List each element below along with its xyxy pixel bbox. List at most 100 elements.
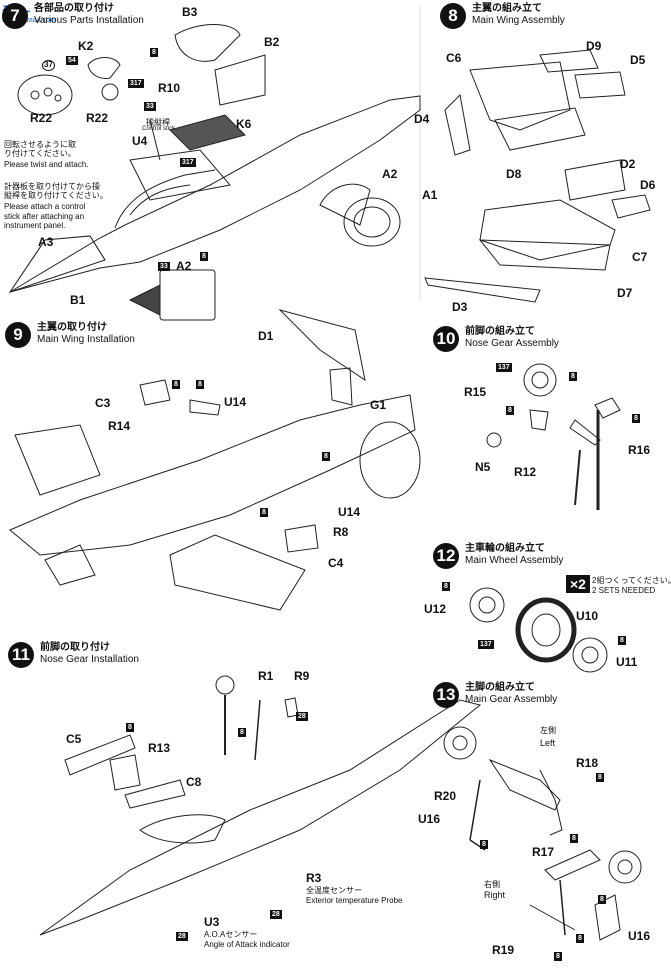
part-label: R3 (306, 871, 322, 885)
step-number: 10 (433, 326, 459, 352)
u3-note-jp: A.O.Aセンサー (204, 930, 258, 939)
step-title-jp: 各部品の取り付け (34, 3, 114, 14)
part-label: R22 (30, 111, 53, 125)
part-label: N5 (475, 460, 491, 474)
part-label: B2 (264, 35, 280, 49)
two-sets-en: 2 SETS NEEDED (592, 586, 656, 595)
part-label: D4 (414, 112, 430, 126)
part-label: C3 (95, 396, 111, 410)
step-number: 13 (433, 682, 459, 708)
part-label: A3 (38, 235, 54, 249)
step-title-en: Main Gear Assembly (465, 694, 558, 705)
callout-box: 8 (480, 840, 488, 849)
step-title-en: Nose Gear Assembly (465, 338, 559, 349)
callout-box: 8 (238, 728, 246, 737)
step-title-en: Various Parts Installation (34, 15, 144, 26)
part-label: D8 (506, 167, 522, 181)
part-label: U14 (224, 395, 247, 409)
step-number: 7 (2, 3, 28, 29)
callout-box: 8 (569, 372, 577, 381)
callout-box: 28 (176, 932, 188, 941)
callout-box: 8 (172, 380, 180, 389)
callout-box: 8 (618, 636, 626, 645)
right-jp: 右側 (484, 880, 500, 889)
part-label: R14 (108, 419, 131, 433)
callout-box: 33 (158, 262, 170, 271)
part-label: U11 (616, 655, 638, 669)
callout-box: 8 (196, 380, 204, 389)
control-stick-en: Control stick (142, 126, 176, 132)
left-en: Left (540, 738, 556, 748)
step-number: 11 (8, 642, 34, 668)
times-two-badge: ×2 (566, 575, 590, 593)
part-label: B3 (182, 5, 198, 19)
step-title-en: Main Wing Installation (37, 334, 135, 345)
step-7-header: 7 各部品の取り付け Various Parts Installation (2, 3, 144, 29)
control-stick-jp: 操縦桿 (146, 118, 170, 127)
left-jp: 左側 (540, 726, 556, 735)
part-label: U14 (338, 505, 361, 519)
callout-box: 8 (554, 952, 562, 961)
part-label: A2 (382, 167, 398, 181)
callout-circle: 37 (42, 60, 55, 71)
part-label: R18 (576, 756, 599, 770)
part-label: R15 (464, 385, 487, 399)
r3-note-en: Exterior temperature Probe (306, 896, 403, 905)
part-label: C6 (446, 51, 462, 65)
part-label: U4 (132, 134, 148, 148)
callout-box: 8 (506, 406, 514, 415)
callout-box: 8 (126, 723, 134, 732)
two-sets-jp: 2組つくってください。 (592, 576, 671, 585)
callout-box: 317 (128, 79, 144, 88)
part-label: K2 (78, 39, 94, 53)
part-label: G1 (370, 398, 387, 412)
step-number: 8 (440, 3, 466, 29)
twist-note-jp: 回転させるように取 り付けてください。 (4, 140, 76, 159)
panel-note-en: Please attach a control stick after atta… (4, 202, 86, 231)
callout-box: 8 (322, 452, 330, 461)
callout-box: 137 (496, 363, 512, 372)
twist-note-en: Please twist and attach. (4, 160, 89, 169)
part-label: U10 (576, 609, 599, 623)
step-title-en: Main Wing Assembly (472, 15, 565, 26)
panel-note-jp: 計器板を取り付けてから操 縦桿を取り付けてください。 (4, 182, 108, 201)
step-title-jp: 主脚の組み立て (465, 682, 535, 693)
step-title-jp: 主車輪の組み立て (465, 543, 545, 554)
callout-box: 8 (442, 582, 450, 591)
callout-box: 28 (296, 712, 308, 721)
step-11-header: 11 前脚の取り付け Nose Gear Installation (8, 642, 139, 668)
part-label: U3 (204, 915, 220, 929)
step-10-header: 10 前脚の組み立て Nose Gear Assembly (433, 326, 559, 352)
part-label: K6 (236, 117, 252, 131)
step-title-en: Nose Gear Installation (40, 654, 139, 665)
callout-box: 8 (598, 895, 606, 904)
part-label: R17 (532, 845, 555, 859)
part-label: B1 (70, 293, 86, 307)
part-label: D7 (617, 286, 633, 300)
part-label: R9 (294, 669, 310, 683)
part-label: R12 (514, 465, 537, 479)
u3-note-en: Angle of Attack indicator (204, 940, 290, 949)
part-label: R22 (86, 111, 109, 125)
callout-box: 137 (478, 640, 494, 649)
part-label: C4 (328, 556, 344, 570)
step-title-jp: 前脚の取り付け (40, 642, 110, 653)
part-label: D1 (258, 329, 274, 343)
callout-box: 317 (180, 158, 196, 167)
callout-box: 54 (66, 56, 78, 65)
callout-box: 8 (150, 48, 158, 57)
part-label: A2 (176, 259, 192, 273)
part-label: D9 (586, 39, 602, 53)
part-label: R20 (434, 789, 457, 803)
step-title-en: Main Wheel Assembly (465, 555, 564, 566)
part-label: D2 (620, 157, 636, 171)
step-title-jp: 主翼の組み立て (472, 3, 542, 14)
part-label: C8 (186, 775, 202, 789)
step-13-header: 13 主脚の組み立て Main Gear Assembly (433, 682, 557, 708)
part-label: U16 (628, 929, 651, 943)
part-label: D3 (452, 300, 468, 314)
step-8-header: 8 主翼の組み立て Main Wing Assembly (440, 3, 565, 29)
right-en: Right (484, 890, 506, 900)
